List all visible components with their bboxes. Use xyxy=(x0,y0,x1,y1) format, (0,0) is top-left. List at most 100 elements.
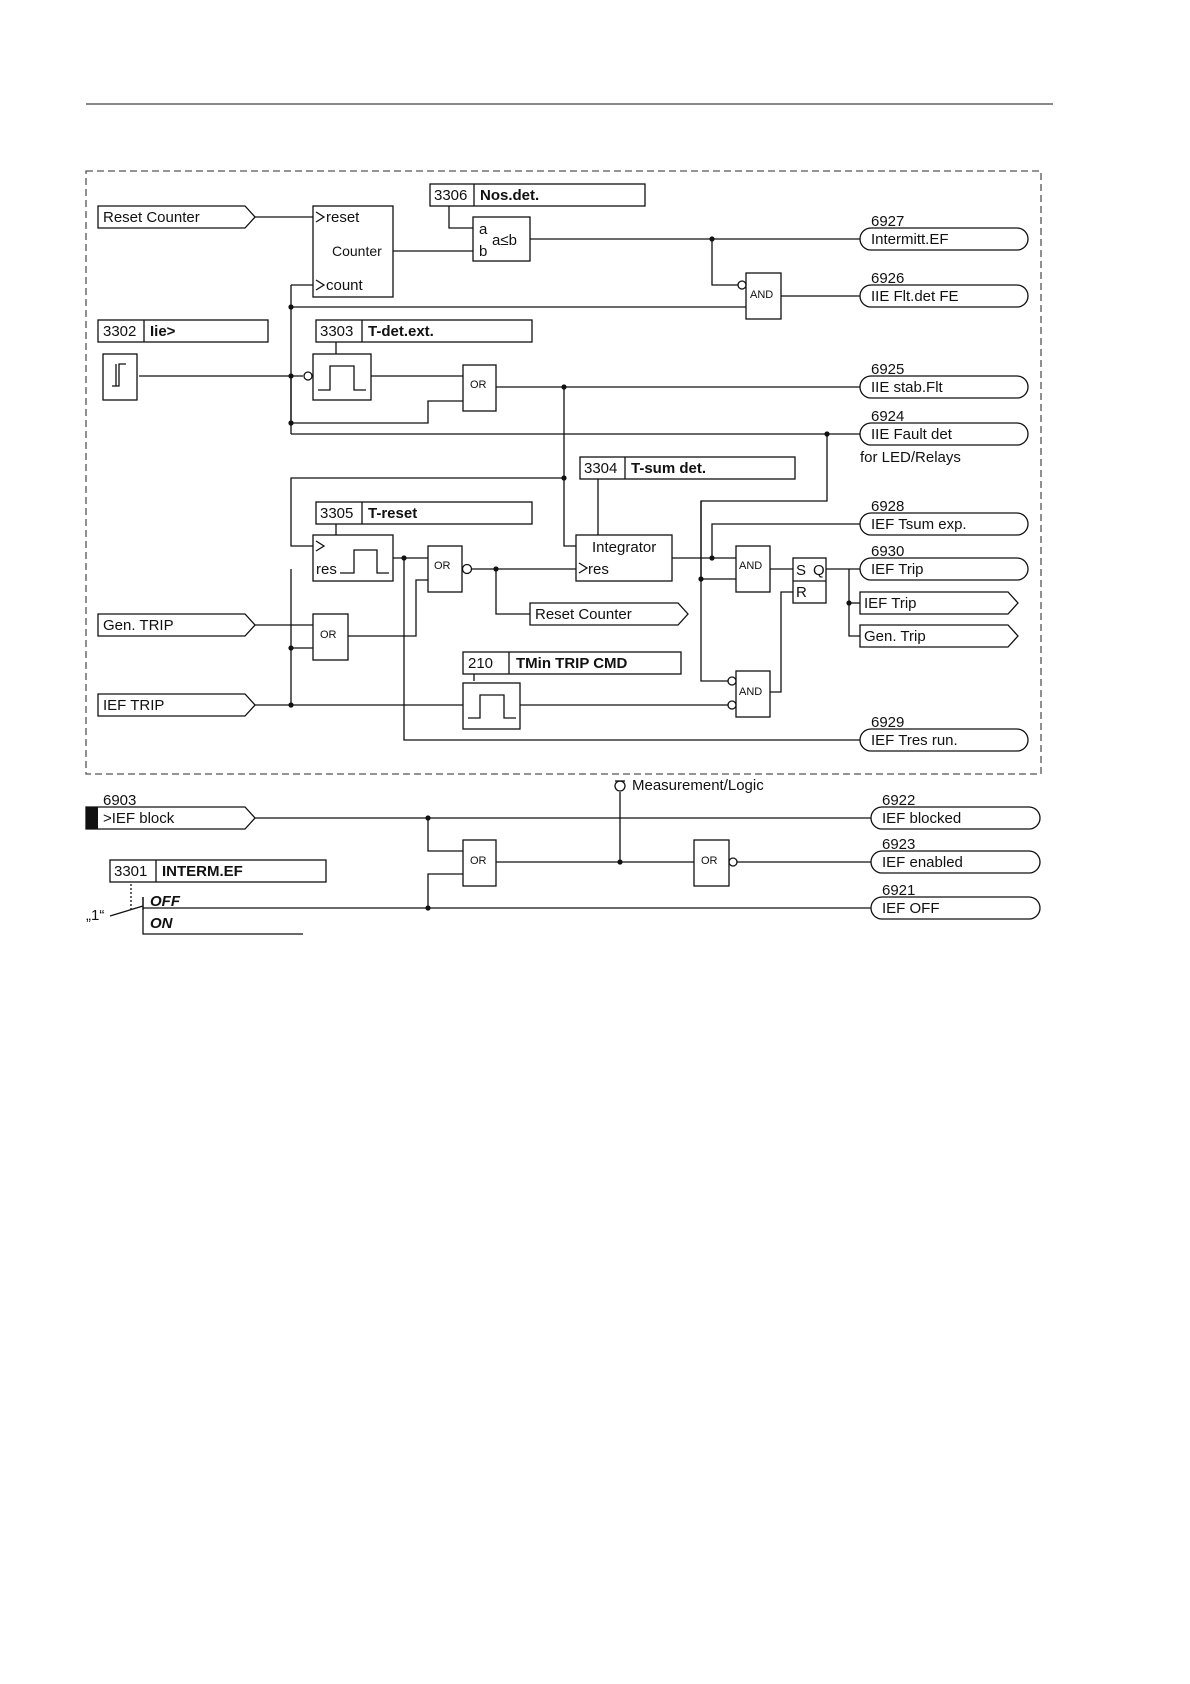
param-3305-name: T-reset xyxy=(368,505,417,522)
output-6924-label: IIE Fault det xyxy=(871,426,953,443)
param-3303: 3303 T-det.ext. xyxy=(315,319,533,343)
output-6928: 6928 IEF Tsum exp. xyxy=(859,498,1029,536)
input-gen-trip: Gen. TRIP xyxy=(97,613,256,637)
output-6926-label: IIE Flt.det FE xyxy=(871,288,959,305)
measurement-logic: Measurement/Logic xyxy=(614,777,764,794)
inverter-iie xyxy=(303,371,313,381)
output-6925: 6925 IIE stab.Flt xyxy=(859,361,1029,399)
input-ief-block-label: >IEF block xyxy=(103,810,175,827)
param-3305: 3305 T-reset xyxy=(315,501,533,525)
and-gate-fault-det-label: AND xyxy=(750,289,773,301)
input-reset-counter-label: Reset Counter xyxy=(103,209,200,226)
integrator-block: Integrator res xyxy=(575,534,673,582)
flipflop-r-label: R xyxy=(796,584,807,601)
comparator-a-label: a xyxy=(479,221,488,238)
output-6923-label: IEF enabled xyxy=(882,854,963,871)
integrator-res-label: res xyxy=(588,561,609,578)
counter-block: reset Counter count xyxy=(312,205,394,298)
output-6923: 6923 IEF enabled xyxy=(870,836,1041,874)
output-6928-number: 6928 xyxy=(871,498,904,515)
param-210-name: TMin TRIP CMD xyxy=(516,655,628,672)
param-3306: 3306 Nos.det. xyxy=(429,183,646,207)
output-6929: 6929 IEF Tres run. xyxy=(859,714,1029,752)
output-6921-number: 6921 xyxy=(882,882,915,899)
msg-gen-trip: Gen. Trip xyxy=(859,624,1019,648)
and-gate-fault-det: AND xyxy=(737,272,782,320)
or-gate-block-label: OR xyxy=(470,855,487,867)
switch-on-label: ON xyxy=(150,915,174,932)
input-reset-counter: Reset Counter xyxy=(97,205,256,229)
msg-ief-trip-label: IEF Trip xyxy=(864,595,917,612)
param-3302: 3302 Iie> xyxy=(97,319,269,343)
output-6927: 6927 Intermitt.EF xyxy=(859,213,1029,251)
param-3303-number: 3303 xyxy=(320,323,353,340)
counter-label: Counter xyxy=(332,243,382,259)
or-gate-block: OR xyxy=(462,839,497,887)
param-3304-name: T-sum det. xyxy=(631,460,706,477)
and-gate-set-label: AND xyxy=(739,560,762,572)
wires xyxy=(130,206,871,910)
flipflop-s-label: S xyxy=(796,562,806,579)
or-gate-trip-label: OR xyxy=(320,629,337,641)
output-6922: 6922 IEF blocked xyxy=(870,792,1041,830)
param-3303-name: T-det.ext. xyxy=(368,323,434,340)
or-gate-stab-label: OR xyxy=(470,379,487,391)
pickup-timer-3303 xyxy=(312,353,372,401)
output-6930-label: IEF Trip xyxy=(871,561,924,578)
param-3304-number: 3304 xyxy=(584,460,617,477)
output-6923-number: 6923 xyxy=(882,836,915,853)
output-6926-number: 6926 xyxy=(871,270,904,287)
output-6926: 6926 IIE Flt.det FE xyxy=(859,270,1029,308)
output-6928-label: IEF Tsum exp. xyxy=(871,516,967,533)
param-3301-name: INTERM.EF xyxy=(162,863,243,880)
param-3302-name: Iie> xyxy=(150,323,176,340)
input-ief-block: 6903 >IEF block xyxy=(85,792,256,830)
msg-gen-trip-label: Gen. Trip xyxy=(864,628,926,645)
and-gate-reset-label: AND xyxy=(739,686,762,698)
threshold-block xyxy=(102,353,138,401)
output-6924-number: 6924 xyxy=(871,408,904,425)
input-ief-block-number: 6903 xyxy=(103,792,136,809)
output-6921-label: IEF OFF xyxy=(882,900,940,917)
and-gate-reset: AND xyxy=(727,670,771,718)
comparator-b-label: b xyxy=(479,243,487,260)
flipflop-q-label: Q xyxy=(813,562,825,579)
param-3304: 3304 T-sum det. xyxy=(579,456,796,480)
input-gen-trip-label: Gen. TRIP xyxy=(103,617,174,634)
param-3302-number: 3302 xyxy=(103,323,136,340)
param-210: 210 TMin TRIP CMD xyxy=(462,651,682,675)
param-210-number: 210 xyxy=(468,655,493,672)
function-frame xyxy=(85,170,1042,775)
or-gate-enable: OR xyxy=(693,839,738,887)
output-6924-note: for LED/Relays xyxy=(860,449,961,466)
output-6929-number: 6929 xyxy=(871,714,904,731)
param-3306-number: 3306 xyxy=(434,187,467,204)
output-6921: 6921 IEF OFF xyxy=(870,882,1041,920)
or-gate-reset-label: OR xyxy=(434,560,451,572)
output-6930-number: 6930 xyxy=(871,543,904,560)
output-6927-number: 6927 xyxy=(871,213,904,230)
param-3306-name: Nos.det. xyxy=(480,187,539,204)
comparator-expression: a≤b xyxy=(492,232,517,249)
mode-switch: „1“ OFF ON xyxy=(86,893,303,935)
input-ief-trip-label: IEF TRIP xyxy=(103,697,164,714)
output-6930: 6930 IEF Trip xyxy=(859,543,1029,581)
measurement-logic-label: Measurement/Logic xyxy=(632,777,764,794)
output-6929-label: IEF Tres run. xyxy=(871,732,958,749)
junction-dots xyxy=(288,236,852,911)
param-3305-number: 3305 xyxy=(320,505,353,522)
input-ief-trip: IEF TRIP xyxy=(97,693,256,717)
reset-timer-res-label: res xyxy=(316,561,337,578)
or-gate-reset: OR xyxy=(427,545,473,593)
or-gate-trip: OR xyxy=(312,613,349,661)
output-6925-number: 6925 xyxy=(871,361,904,378)
msg-reset-counter-label: Reset Counter xyxy=(535,606,632,623)
param-3301-number: 3301 xyxy=(114,863,147,880)
switch-one-label: „1“ xyxy=(86,907,104,924)
and-gate-set: AND xyxy=(735,545,771,593)
msg-ief-trip: IEF Trip xyxy=(859,591,1019,615)
pulse-timer-210 xyxy=(462,682,521,730)
comparator-block: a b a≤b xyxy=(472,216,531,262)
counter-reset-label: reset xyxy=(326,209,360,226)
